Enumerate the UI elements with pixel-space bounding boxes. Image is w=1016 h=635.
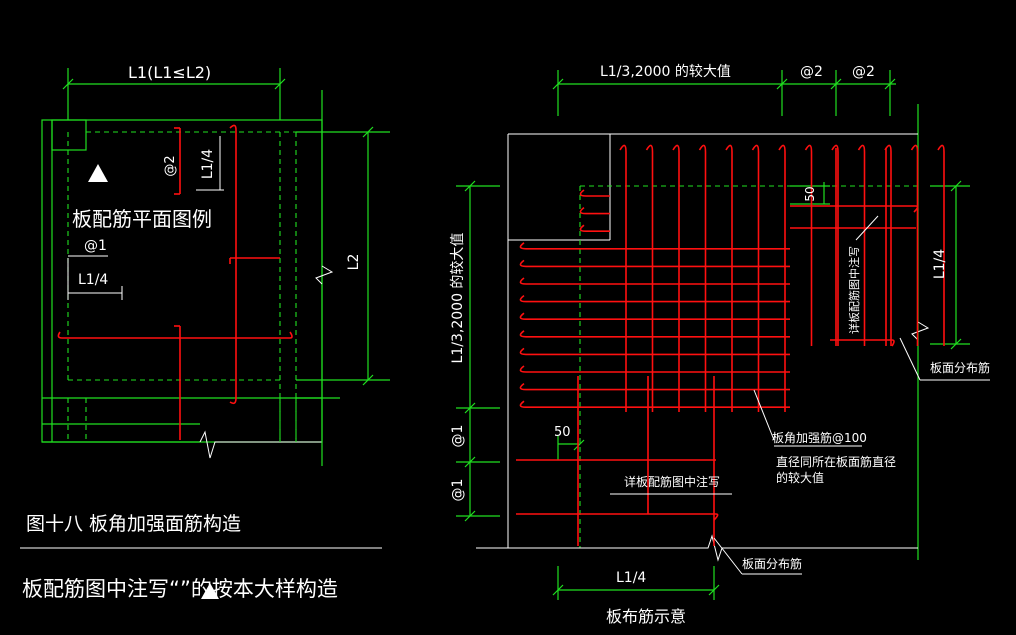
dim-text-quarter-vertical: L1/4	[200, 149, 216, 179]
note-horizontal: 详板配筋图中注写	[624, 474, 720, 489]
spacing-text-vertical: @2	[163, 155, 178, 176]
corner-bar-horizontal	[579, 189, 610, 197]
caption-block: 图十八 板角加强面筋构造 板配筋图中注写“ ”的按本大样构造	[20, 513, 382, 601]
corner-bar-horizontal	[519, 400, 790, 408]
detail-title: 板布筋示意	[606, 607, 686, 626]
break-line-bottom	[199, 430, 322, 459]
corner-bar-vertical	[804, 144, 813, 346]
dim-text-l2: L2	[346, 254, 362, 271]
note-triangle-icon	[201, 583, 219, 599]
dim-text-quarter-horizontal: L1/4	[78, 272, 108, 288]
corner-bar-horizontal	[579, 206, 610, 215]
dim-text-50-top: 50	[803, 186, 817, 201]
corner-bar-vertical	[857, 144, 866, 346]
corner-bar-vertical	[619, 144, 627, 412]
corner-bar-horizontal	[519, 365, 790, 373]
legend-title: 板配筋平面图例	[72, 207, 212, 231]
left-plan-view: L1(L1≤L2) L2 L1/4 @2 板配筋平面图例 @1 L1/4	[41, 63, 390, 466]
corner-bars-horizontal	[519, 189, 790, 408]
rebar-vertical	[229, 124, 237, 405]
corner-bar-horizontal	[519, 312, 790, 320]
label-corner-bar: 板角加强筋@100	[772, 430, 867, 445]
dim-text-50-left: 50	[554, 425, 571, 440]
label-distribution-right: 板面分布筋	[930, 360, 990, 375]
corner-bars-vertical	[619, 144, 945, 412]
dim-text-top-spacing-2: @2	[852, 64, 875, 80]
corner-bar-vertical	[778, 144, 786, 412]
rebar-horizontal	[57, 331, 293, 339]
corner-bar-vertical	[725, 144, 733, 412]
corner-bar-vertical	[698, 144, 707, 412]
corner-bar-vertical	[910, 144, 919, 346]
corner-bar-vertical	[751, 144, 760, 412]
triangle-marker-icon	[88, 164, 108, 182]
corner-bar-vertical	[672, 144, 680, 412]
corner-bar-horizontal	[519, 242, 790, 250]
corner-bar-vertical	[937, 144, 945, 346]
dim-text-bottom: L1/4	[616, 570, 646, 586]
corner-bar-vertical	[831, 144, 839, 346]
dim-text-left-spacing-2: @1	[450, 479, 466, 502]
dim-text-top-main: L1/3,2000 的较大值	[600, 64, 731, 80]
corner-bar-horizontal	[579, 224, 610, 232]
note-prefix: 板配筋图中注写“	[22, 577, 180, 601]
corner-bar-horizontal	[519, 259, 790, 268]
note-suffix: ”的按本大样构造	[180, 577, 338, 601]
right-detail-view: L1/3,2000 的较大值 @2 @2 L1/3,2000 的较大值 @1 @…	[450, 64, 990, 626]
distribution-bar-bottom	[516, 513, 719, 521]
dim-text-left-main: L1/3,2000 的较大值	[450, 233, 466, 364]
dim-text-top: L1(L1≤L2)	[128, 63, 211, 82]
corner-bar-horizontal	[519, 294, 790, 303]
corner-bar-horizontal	[519, 277, 790, 285]
spacing-mark: @1	[84, 238, 107, 254]
figure-caption: 图十八 板角加强面筋构造	[26, 513, 241, 535]
label-distribution-bottom: 板面分布筋	[742, 556, 802, 571]
corner-bar-horizontal	[519, 382, 790, 391]
label-corner-bar-line2: 直径同所在板面筋直径	[776, 454, 896, 469]
corner-bar-horizontal	[519, 347, 790, 356]
label-corner-bar-line3: 的较大值	[776, 470, 824, 485]
note-vertical: 详板配筋图中注写	[847, 246, 861, 334]
column-corner	[51, 119, 87, 151]
dim-text-right: L1/4	[932, 249, 948, 279]
dim-text-left-spacing-1: @1	[450, 425, 466, 448]
corner-bar-vertical	[645, 144, 654, 412]
corner-bar-horizontal	[519, 330, 790, 338]
dim-text-top-spacing-1: @2	[800, 64, 823, 80]
